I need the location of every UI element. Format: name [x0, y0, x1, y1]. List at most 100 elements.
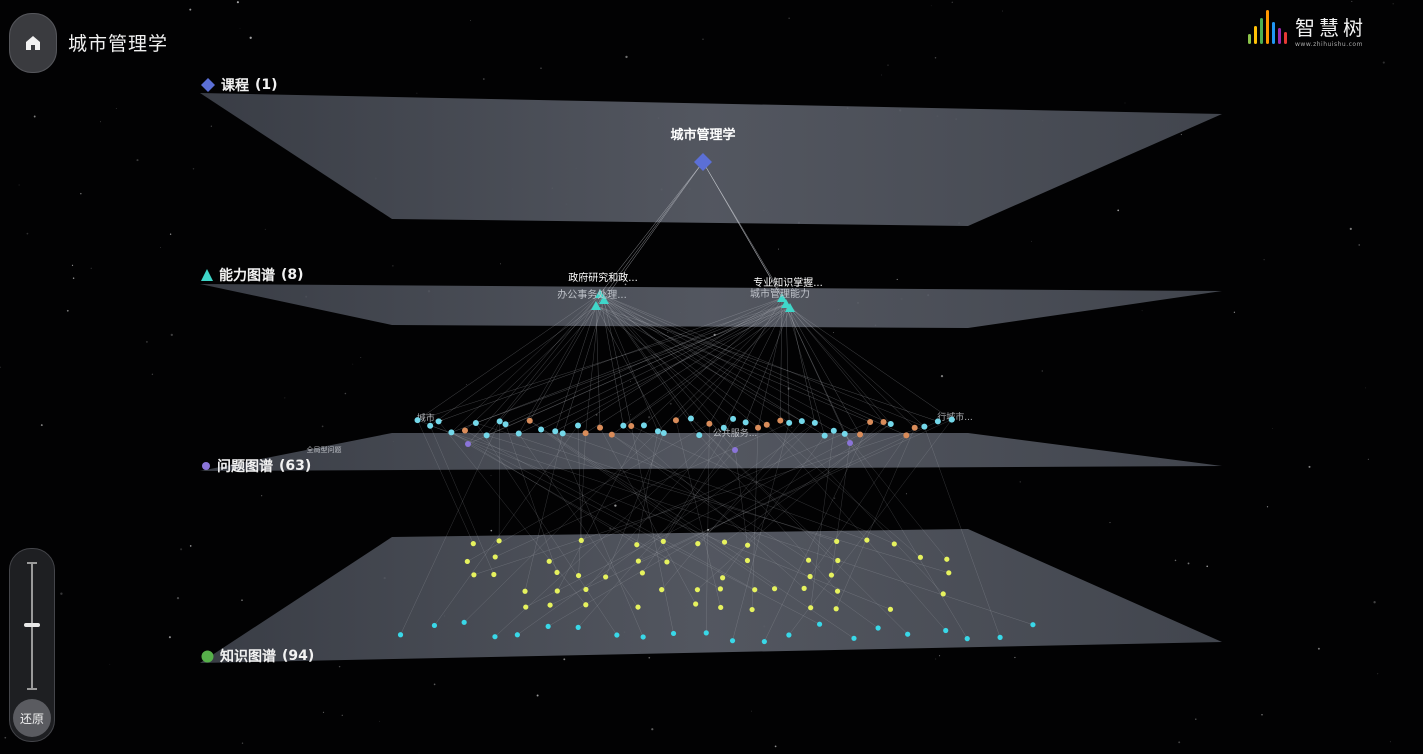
knowledge-node[interactable]: [693, 601, 699, 607]
knowledge-node[interactable]: [522, 588, 528, 594]
knowledge-node[interactable]: [944, 556, 950, 562]
problem-node[interactable]: [552, 428, 559, 435]
knowledge-node[interactable]: [1030, 622, 1036, 628]
knowledge-node[interactable]: [575, 624, 581, 630]
knowledge-node[interactable]: [771, 586, 778, 592]
ability-node[interactable]: [595, 289, 605, 298]
problem-node[interactable]: [483, 432, 490, 439]
problem-node[interactable]: [755, 424, 762, 431]
knowledge-node[interactable]: [670, 630, 677, 637]
problem-node[interactable]: [730, 415, 737, 422]
problem-node[interactable]: [538, 426, 545, 433]
knowledge-node[interactable]: [964, 636, 970, 642]
problem-node[interactable]: [948, 416, 955, 423]
knowledge-node[interactable]: [729, 638, 736, 644]
problem-node[interactable]: [867, 419, 874, 426]
knowledge-node[interactable]: [583, 586, 589, 593]
knowledge-node[interactable]: [805, 557, 812, 563]
problem-node[interactable]: [427, 422, 434, 429]
knowledge-node[interactable]: [816, 621, 823, 627]
problem-node[interactable]: [696, 432, 703, 439]
knowledge-node[interactable]: [940, 591, 946, 597]
problem-node[interactable]: [706, 420, 713, 427]
problem-node[interactable]: [880, 419, 887, 426]
layer-label-knowledge[interactable]: 知识图谱 (94): [201, 646, 314, 666]
ability-node[interactable]: [777, 293, 787, 302]
knowledge-node[interactable]: [664, 559, 670, 565]
problem-node[interactable]: [821, 432, 828, 439]
knowledge-node[interactable]: [864, 537, 870, 543]
knowledge-node[interactable]: [514, 632, 520, 638]
knowledge-node[interactable]: [603, 574, 609, 580]
course-node[interactable]: [694, 153, 712, 171]
problem-node[interactable]: [559, 430, 566, 437]
problem-node[interactable]: [847, 440, 853, 446]
problem-node[interactable]: [857, 431, 864, 438]
problem-node[interactable]: [786, 419, 793, 426]
problem-node[interactable]: [448, 429, 455, 436]
problem-node[interactable]: [461, 427, 468, 434]
knowledge-node[interactable]: [492, 634, 498, 640]
knowledge-node[interactable]: [835, 557, 841, 564]
knowledge-node[interactable]: [640, 634, 646, 640]
knowledge-node[interactable]: [744, 557, 751, 564]
knowledge-node[interactable]: [635, 604, 641, 610]
knowledge-node[interactable]: [496, 538, 502, 544]
knowledge-node[interactable]: [583, 602, 589, 608]
problem-node[interactable]: [934, 418, 941, 425]
problem-node[interactable]: [672, 417, 679, 424]
problem-node[interactable]: [582, 430, 589, 437]
knowledge-node[interactable]: [471, 572, 477, 578]
knowledge-node[interactable]: [491, 571, 497, 578]
knowledge-node[interactable]: [554, 569, 560, 576]
problem-node[interactable]: [502, 421, 509, 428]
knowledge-node[interactable]: [578, 537, 584, 544]
problem-node[interactable]: [574, 422, 581, 429]
knowledge-node[interactable]: [833, 606, 839, 612]
knowledge-node[interactable]: [744, 542, 751, 548]
problem-node[interactable]: [742, 419, 749, 426]
reset-button[interactable]: 还原: [13, 699, 51, 737]
home-button[interactable]: [9, 13, 57, 73]
problem-node[interactable]: [435, 418, 442, 425]
problem-node[interactable]: [811, 419, 818, 426]
knowledge-node[interactable]: [397, 632, 404, 638]
problem-node[interactable]: [496, 418, 503, 425]
knowledge-node[interactable]: [917, 554, 924, 560]
knowledge-node[interactable]: [718, 604, 724, 611]
zoom-slider-handle[interactable]: [24, 623, 40, 627]
layer-label-ability[interactable]: 能力图谱 (8): [201, 265, 304, 285]
knowledge-node[interactable]: [997, 634, 1003, 640]
knowledge-node[interactable]: [905, 631, 911, 637]
problem-node[interactable]: [720, 424, 727, 431]
knowledge-node[interactable]: [801, 585, 807, 591]
problem-node[interactable]: [687, 415, 694, 422]
knowledge-node[interactable]: [720, 575, 726, 581]
knowledge-node[interactable]: [639, 570, 646, 576]
problem-node[interactable]: [414, 417, 421, 424]
problem-node[interactable]: [921, 423, 928, 430]
problem-node[interactable]: [841, 430, 848, 437]
knowledge-node[interactable]: [828, 572, 835, 578]
knowledge-node[interactable]: [464, 558, 470, 565]
knowledge-node[interactable]: [946, 570, 952, 576]
problem-node[interactable]: [526, 417, 533, 424]
knowledge-node[interactable]: [461, 619, 467, 625]
problem-node[interactable]: [515, 430, 522, 437]
knowledge-node[interactable]: [887, 606, 894, 612]
problem-node[interactable]: [654, 428, 661, 435]
knowledge-node[interactable]: [575, 572, 582, 579]
problem-node[interactable]: [732, 447, 738, 453]
problem-node[interactable]: [830, 427, 837, 434]
knowledge-node[interactable]: [659, 587, 665, 593]
problem-node[interactable]: [903, 432, 910, 439]
knowledge-node[interactable]: [694, 587, 701, 593]
knowledge-node[interactable]: [554, 588, 560, 594]
knowledge-node[interactable]: [761, 638, 767, 645]
problem-node[interactable]: [597, 424, 604, 431]
problem-node[interactable]: [608, 431, 615, 438]
knowledge-node[interactable]: [851, 635, 857, 641]
ability-node[interactable]: [599, 295, 609, 304]
problem-node[interactable]: [660, 429, 667, 436]
